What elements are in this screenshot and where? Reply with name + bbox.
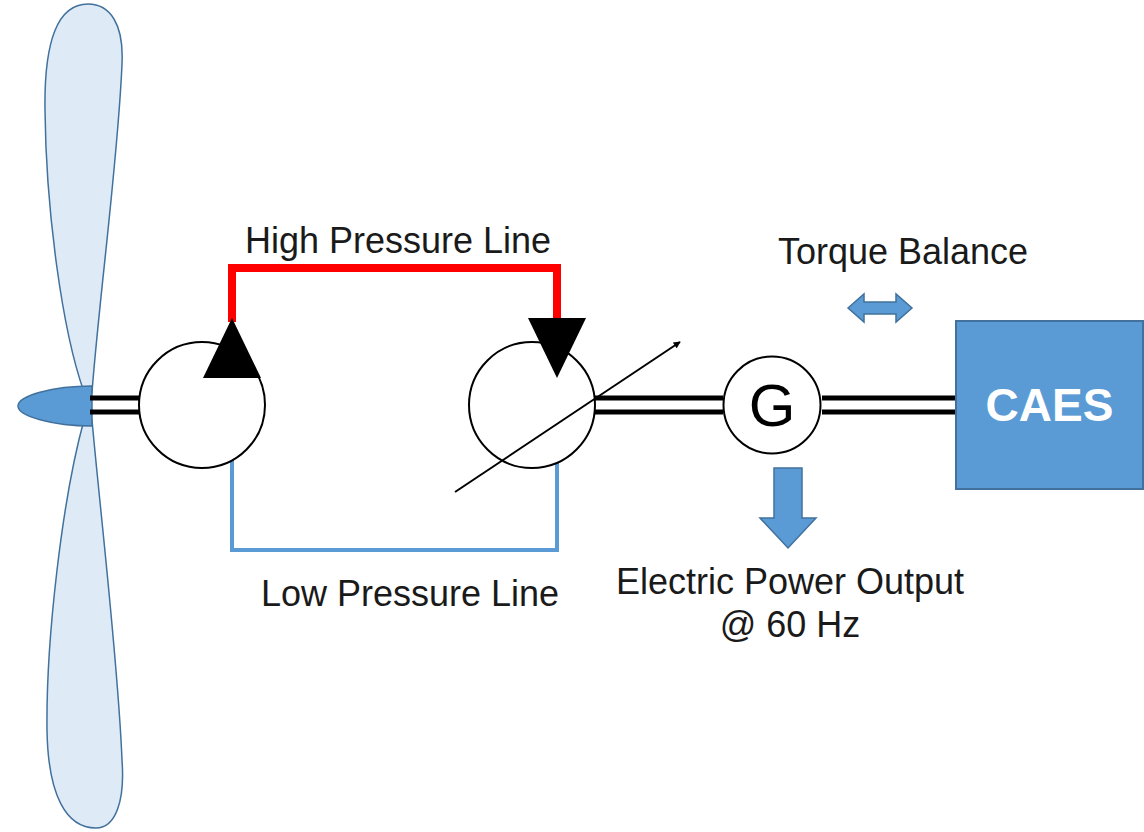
turbine-blade [47,420,123,828]
line-label: High Pressure Line [245,219,551,262]
shaft [594,398,723,412]
shaft-line [822,396,955,401]
turbine-hub [18,386,92,426]
down-arrow [760,468,816,548]
caes-outline [956,321,1143,489]
motor-triangle [528,318,586,378]
node-text: CAES [986,378,1114,432]
variable-arrow [455,342,680,492]
shaft [90,398,140,412]
power-output-label: Electric Power Output @ 60 Hz [600,560,980,646]
shaft-line [822,410,955,415]
generator-outline [724,357,821,454]
turbine-blade [45,4,122,392]
low-pressure-line [232,460,557,550]
torque-label: Torque Balance [778,230,1028,273]
high-pressure-line [232,268,557,322]
caes-box: CAES [955,320,1144,490]
node-text: G [749,371,796,440]
shaft-connector [822,398,955,412]
pump-triangle [203,318,261,378]
line-label: Low Pressure Line [261,572,559,615]
double-arrow [848,294,912,322]
hydraulic-motor [469,342,595,468]
generator-circle: G [722,355,822,455]
